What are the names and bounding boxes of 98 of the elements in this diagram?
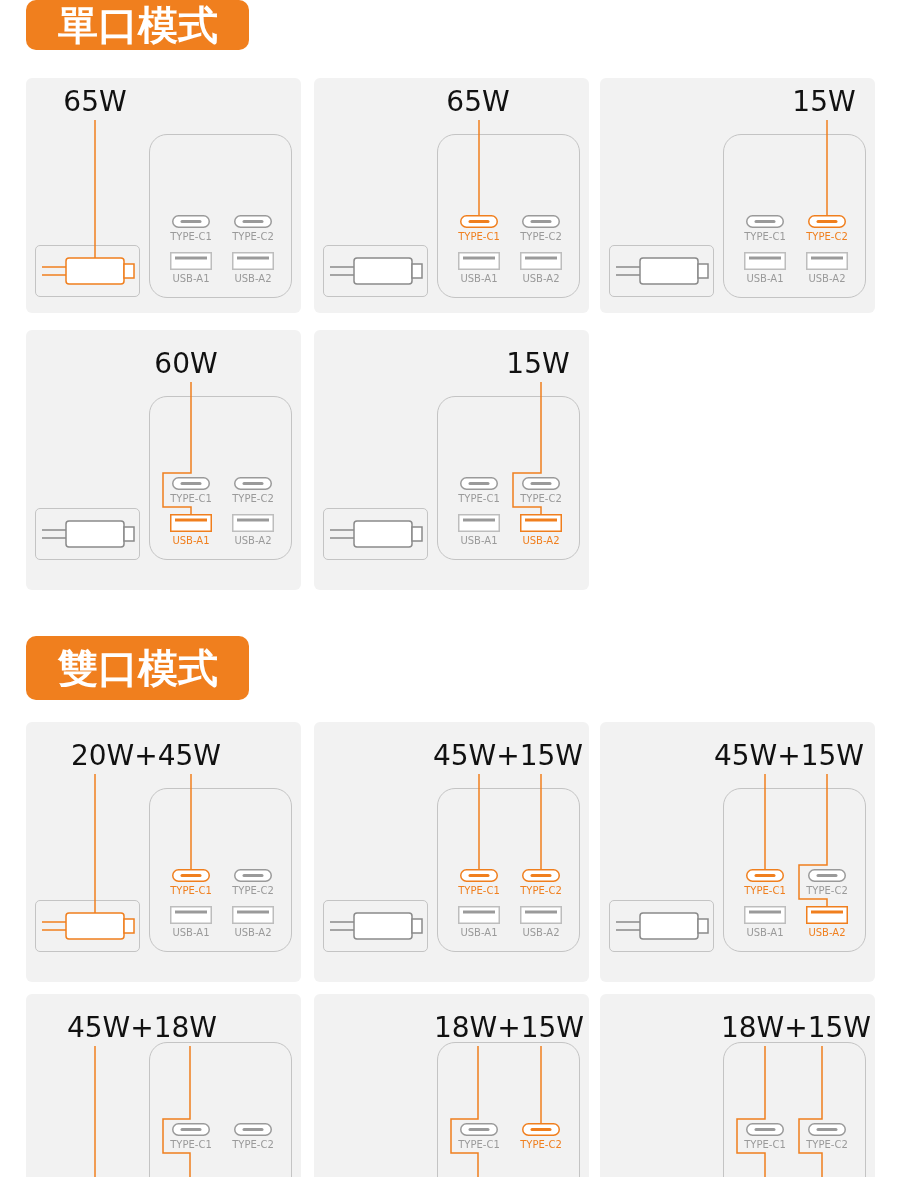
port-label: TYPE-C2	[230, 1123, 276, 1150]
leader-line	[764, 773, 766, 870]
mode-panel	[26, 722, 301, 982]
port-label: USB-A2	[804, 906, 850, 938]
wattage-label: 18W+15W	[433, 1012, 585, 1044]
port-label: TYPE-C2	[804, 1123, 850, 1150]
leader-line	[94, 1045, 96, 1177]
leader-line	[736, 1045, 766, 1177]
wattage-label: 15W	[792, 86, 856, 118]
charger-outline	[437, 396, 580, 560]
port-label: TYPE-C1	[742, 869, 788, 896]
port-label: USB-A1	[742, 906, 788, 938]
port-label: USB-A2	[230, 514, 276, 546]
leader-line	[190, 773, 192, 870]
port-label: USB-A1	[168, 514, 214, 546]
charger-outline	[437, 134, 580, 298]
port-label: USB-A2	[518, 906, 564, 938]
leader-line	[450, 1045, 479, 1177]
port-label: TYPE-C1	[168, 477, 214, 504]
leader-line	[162, 381, 192, 515]
leader-line	[512, 381, 542, 515]
charger-outline	[723, 134, 866, 298]
mode-panel	[26, 994, 301, 1177]
port-label: TYPE-C2	[518, 477, 564, 504]
adapter-box	[323, 900, 428, 952]
leader-line	[826, 119, 828, 216]
adapter-box	[609, 245, 714, 297]
port-label: TYPE-C1	[742, 1123, 788, 1150]
port-label: USB-A1	[456, 514, 502, 546]
wattage-label: 60W	[154, 348, 218, 380]
adapter-box	[35, 900, 140, 952]
leader-line	[540, 1045, 542, 1124]
port-label: TYPE-C1	[456, 215, 502, 242]
section-heading: 雙口模式	[26, 636, 249, 700]
charger-outline	[149, 788, 292, 952]
port-label: TYPE-C2	[518, 215, 564, 242]
adapter-box	[35, 508, 140, 560]
port-label: TYPE-C2	[804, 869, 850, 896]
wattage-label: 15W	[506, 348, 570, 380]
port-label: USB-A2	[804, 252, 850, 284]
port-label: USB-A2	[518, 514, 564, 546]
port-label: USB-A2	[230, 906, 276, 938]
port-label: TYPE-C1	[168, 869, 214, 896]
wattage-label: 65W	[63, 86, 127, 118]
mode-panel	[26, 330, 301, 590]
port-label: USB-A1	[742, 252, 788, 284]
port-label: TYPE-C2	[804, 215, 850, 242]
mode-panel	[600, 78, 875, 313]
port-label: TYPE-C1	[168, 215, 214, 242]
section-heading: 單口模式	[26, 0, 249, 50]
charger-outline	[723, 1042, 866, 1177]
wattage-label: 45W+15W	[432, 740, 584, 772]
leader-line	[94, 773, 96, 914]
leader-line	[162, 1045, 191, 1177]
adapter-box	[323, 508, 428, 560]
port-label: TYPE-C1	[742, 215, 788, 242]
port-label: TYPE-C2	[230, 477, 276, 504]
leader-line	[798, 1045, 823, 1177]
port-label: USB-A2	[518, 252, 564, 284]
port-label: TYPE-C1	[456, 477, 502, 504]
adapter-box	[323, 245, 428, 297]
port-label: TYPE-C2	[230, 215, 276, 242]
wattage-label: 20W+45W	[70, 740, 222, 772]
mode-panel	[314, 78, 589, 313]
leader-line	[540, 773, 542, 870]
port-label: USB-A1	[456, 252, 502, 284]
charger-outline	[723, 788, 866, 952]
mode-panel	[314, 994, 589, 1177]
port-label: USB-A1	[168, 906, 214, 938]
port-label: TYPE-C1	[456, 1123, 502, 1150]
adapter-box	[609, 900, 714, 952]
mode-panel	[600, 722, 875, 982]
charger-outline	[437, 788, 580, 952]
leader-line	[94, 119, 96, 259]
port-label: USB-A1	[168, 252, 214, 284]
wattage-label: 45W+15W	[713, 740, 865, 772]
port-label: USB-A1	[456, 906, 502, 938]
port-label: TYPE-C2	[518, 869, 564, 896]
adapter-box	[35, 245, 140, 297]
leader-line	[478, 773, 480, 870]
mode-panel	[600, 994, 875, 1177]
port-label: TYPE-C1	[168, 1123, 214, 1150]
port-label: TYPE-C1	[456, 869, 502, 896]
charger-outline	[149, 1042, 292, 1177]
wattage-label: 18W+15W	[720, 1012, 872, 1044]
leader-line	[798, 773, 828, 907]
port-label: USB-A2	[230, 252, 276, 284]
wattage-label: 65W	[446, 86, 510, 118]
charger-outline	[149, 396, 292, 560]
port-label: TYPE-C2	[230, 869, 276, 896]
wattage-label: 45W+18W	[66, 1012, 218, 1044]
leader-line	[478, 119, 480, 216]
charger-outline	[149, 134, 292, 298]
charger-outline	[437, 1042, 580, 1177]
port-label: TYPE-C2	[518, 1123, 564, 1150]
mode-panel	[26, 78, 301, 313]
mode-panel	[314, 722, 589, 982]
mode-panel	[314, 330, 589, 590]
